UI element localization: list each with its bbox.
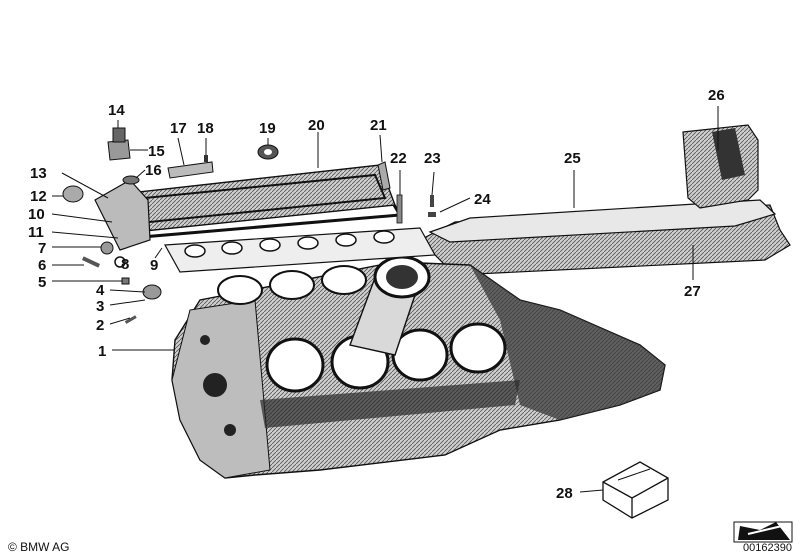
stud-22: [396, 194, 403, 224]
callout-16: 16: [145, 162, 162, 179]
callout-1: 1: [98, 343, 106, 360]
callout-19: 19: [259, 120, 276, 137]
gasket-strip: [167, 161, 214, 179]
plug-12: [62, 185, 84, 203]
filler-seal: [122, 175, 140, 185]
callout-20: 20: [308, 117, 325, 134]
cylinder-liner: [349, 255, 431, 356]
grommet-19: [257, 144, 279, 160]
callout-3: 3: [96, 298, 104, 315]
callout-2: 2: [96, 317, 104, 334]
callout-labels: 1 2 3 4 5 6 7 8 9 10 11 12 13 14 15 16 1…: [28, 87, 725, 502]
callout-11: 11: [28, 224, 44, 241]
callout-13: 13: [30, 165, 47, 182]
callout-23: 23: [424, 150, 441, 167]
callout-28: 28: [556, 485, 573, 502]
front-cover: [94, 179, 151, 251]
callout-5: 5: [38, 274, 46, 291]
breather-pipe-21: [377, 161, 391, 191]
callout-12: 12: [30, 188, 47, 205]
callout-22: 22: [390, 150, 407, 167]
callout-15: 15: [148, 143, 165, 160]
callout-21: 21: [370, 117, 387, 134]
small-screw-18: [204, 155, 208, 162]
callout-4: 4: [96, 282, 105, 299]
pin-2: [124, 315, 137, 324]
seal-ring-7: [100, 241, 114, 255]
callout-14: 14: [108, 102, 125, 119]
diagram-number-text: 00162390: [743, 542, 792, 554]
dowel-6: [81, 256, 101, 268]
callout-25: 25: [564, 150, 581, 167]
oil-filler-cap: [107, 127, 131, 161]
head-gasket: [164, 227, 436, 273]
parts-box-icon: [602, 461, 669, 519]
plug-5: [121, 277, 130, 285]
ring-8: [114, 256, 126, 268]
bolt-23: [430, 195, 434, 207]
oil-pan-gasket: [428, 199, 777, 243]
cylinder-bores: [265, 322, 507, 393]
callout-24: 24: [474, 191, 491, 208]
callout-6: 6: [38, 257, 46, 274]
copyright-text: © BMW AG: [8, 540, 70, 554]
catalog-reference-icon: [733, 521, 793, 543]
callout-26: 26: [708, 87, 725, 104]
callout-8: 8: [121, 256, 129, 273]
leader-lines: [51, 106, 719, 493]
callout-10: 10: [28, 206, 45, 223]
copyright-notice: © BMW AG: [8, 540, 70, 554]
callout-17: 17: [170, 120, 187, 137]
diagram-number: 00162390: [743, 542, 792, 554]
callout-27: 27: [684, 283, 701, 300]
washer-24: [428, 212, 436, 217]
callout-7: 7: [38, 240, 46, 257]
rear-housing: [682, 124, 759, 209]
callout-18: 18: [197, 120, 214, 137]
callout-9: 9: [150, 257, 158, 274]
cover-4: [142, 284, 162, 300]
